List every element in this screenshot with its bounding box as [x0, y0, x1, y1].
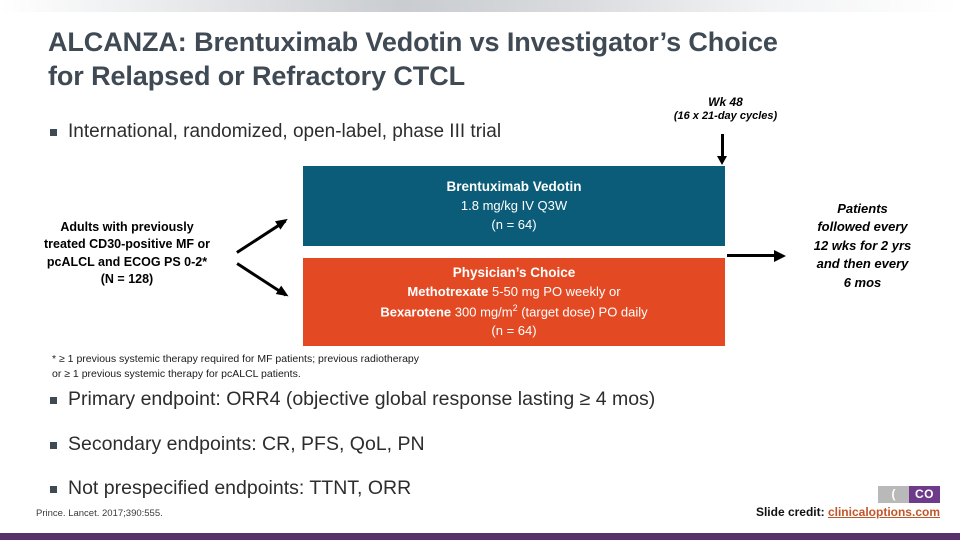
treatment-duration-note: Wk 48 (16 x 21-day cycles) [628, 95, 823, 124]
followup-line-2: followed every [817, 219, 908, 235]
arm-b-drug2: Bexarotene 300 mg/m2 (target dose) PO da… [303, 302, 725, 322]
arm-b-drug2-dose-pre: 300 mg/m [454, 304, 513, 320]
eligibility-criteria: Adults with previously treated CD30-posi… [18, 219, 236, 288]
endpoint-secondary: Secondary endpoints: CR, PFS, QoL, PN [50, 433, 930, 456]
arm-b-title: Physician’s Choice [452, 265, 576, 281]
treatment-arm-control: Physician’s Choice Methotrexate 5-50 mg … [303, 258, 725, 346]
randomization-arrow-upper-icon [236, 219, 287, 255]
eligibility-line-2: treated CD30-positive MF or [43, 237, 210, 252]
endpoint-primary: Primary endpoint: ORR4 (objective global… [50, 388, 930, 411]
footnote-line-1: * ≥ 1 previous systemic therapy required… [52, 353, 420, 365]
bullet-square-icon [50, 397, 57, 404]
arm-a-drug-name: Brentuximab Vedotin [446, 179, 582, 195]
endpoint-not-prespecified: Not prespecified endpoints: TTNT, ORR [50, 477, 930, 500]
bullet-square-icon [50, 129, 57, 136]
slide-credit-label: Slide credit: [755, 505, 828, 519]
followup-line-3: 12 wks for 2 yrs [813, 237, 912, 253]
bullet-square-icon [50, 442, 57, 449]
duration-weeks: Wk 48 [708, 95, 743, 109]
arm-b-drug1: Methotrexate 5-50 mg PO weekly or [303, 283, 725, 302]
followup-schedule: Patients followed every 12 wks for 2 yrs… [780, 200, 945, 292]
title-line-1: ALCANZA: Brentuximab Vedotin vs Investig… [48, 27, 778, 57]
randomization-arrow-lower-icon [236, 262, 287, 297]
citation: Prince. Lancet. 2017;390:555. [36, 508, 163, 519]
followup-line-1: Patients [837, 201, 888, 216]
footnote: * ≥ 1 previous systemic therapy required… [52, 352, 652, 382]
eligibility-line-3: pcALCL and ECOG PS 0-2* [46, 254, 208, 269]
arm-b-sample-size: (n = 64) [491, 322, 537, 338]
bullet-square-icon [50, 486, 57, 493]
top-decoration-band [0, 0, 960, 12]
arm-b-drug2-name: Bexarotene [380, 304, 452, 320]
endpoint-not-prespecified-text: Not prespecified endpoints: TTNT, ORR [68, 477, 412, 499]
arm-b-drug1-dose: 5-50 mg PO weekly or [491, 283, 621, 299]
arm-b-drug2-dose-exponent: 2 [512, 302, 518, 313]
duration-cycles: (16 x 21-day cycles) [673, 110, 778, 122]
slide-credit-link[interactable]: clinicaloptions.com [827, 505, 940, 519]
page-title: ALCANZA: Brentuximab Vedotin vs Investig… [48, 25, 908, 94]
arm-b-drug2-dose-post: (target dose) PO daily [517, 304, 648, 320]
arm-b-drug1-name: Methotrexate [407, 283, 489, 299]
duration-down-arrow-icon [717, 134, 727, 165]
endpoint-secondary-text: Secondary endpoints: CR, PFS, QoL, PN [68, 433, 425, 455]
footnote-line-2: or ≥ 1 previous systemic therapy for pcA… [52, 368, 301, 381]
logo-right-mark: CO [909, 486, 940, 503]
study-design-text: International, randomized, open-label, p… [68, 121, 502, 142]
eligibility-enrolled-count: (N = 128) [100, 271, 154, 286]
title-line-2: for Relapsed or Refractory CTCL [48, 61, 465, 92]
endpoint-primary-text: Primary endpoint: ORR4 (objective global… [68, 388, 656, 410]
footer-bar [0, 533, 960, 540]
study-design-bullet: International, randomized, open-label, p… [50, 120, 670, 144]
eligibility-line-1: Adults with previously [60, 220, 194, 234]
logo-left-mark: ( [878, 486, 909, 503]
slide-credit: Slide credit: clinicaloptions.com [756, 505, 940, 519]
followup-line-4: and then every [816, 256, 909, 272]
arm-a-dose: 1.8 mg/kg IV Q3W [460, 197, 568, 213]
followup-line-5: 6 mos [843, 274, 882, 290]
clinical-options-logo-icon: ( CO [878, 486, 940, 503]
followup-arrow-icon [727, 249, 786, 263]
arm-a-sample-size: (n = 64) [491, 216, 537, 232]
treatment-arm-experimental: Brentuximab Vedotin 1.8 mg/kg IV Q3W (n … [303, 166, 725, 246]
